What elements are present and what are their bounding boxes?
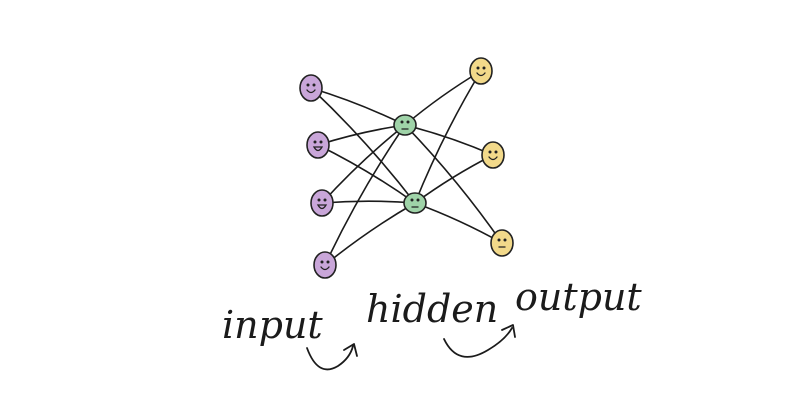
output-node-body <box>481 141 505 169</box>
edge-input-hidden <box>324 202 416 266</box>
edge-hidden-output <box>404 70 482 126</box>
eye-icon <box>317 198 321 202</box>
edges-group <box>310 70 503 266</box>
arrow-curve <box>306 345 354 371</box>
edge-input-hidden <box>310 87 416 204</box>
mouth-icon <box>316 204 328 210</box>
output-node <box>481 141 505 169</box>
hidden-node <box>393 114 417 136</box>
edge-hidden-output <box>414 202 503 244</box>
edge-hidden-output <box>414 70 482 204</box>
arrow-input-to-hidden <box>306 343 358 371</box>
input-layer-label: input <box>222 303 323 347</box>
hidden-node-body <box>393 114 417 136</box>
eye-icon <box>320 260 324 264</box>
mouth-icon <box>306 89 316 94</box>
eye-icon <box>476 66 480 70</box>
edge-input-hidden <box>324 124 406 266</box>
input-node-body <box>310 189 334 217</box>
edge-hidden-output <box>404 124 503 244</box>
eye-icon <box>410 198 414 202</box>
input-node <box>313 251 337 279</box>
input-node-body <box>299 74 323 102</box>
arrow-hidden-to-output <box>443 324 516 358</box>
input-node-body <box>306 131 330 159</box>
eye-icon <box>319 140 323 144</box>
hidden-layer-label: hidden <box>366 287 498 331</box>
eye-icon <box>497 238 501 242</box>
eye-icon <box>400 120 404 124</box>
eye-icon <box>326 260 330 264</box>
arrowhead-icon <box>343 343 358 357</box>
eye-icon <box>323 198 327 202</box>
output-node <box>469 57 493 85</box>
hidden-node-body <box>403 192 427 214</box>
mouth-icon <box>488 156 498 161</box>
input-node <box>306 131 330 159</box>
edge-input-hidden <box>310 87 406 126</box>
eye-icon <box>306 83 310 87</box>
arrow-curve <box>443 327 513 358</box>
hidden-node <box>403 192 427 214</box>
mouth-icon <box>312 146 324 152</box>
mouth-icon <box>320 266 330 271</box>
output-node-body <box>490 229 514 257</box>
eye-icon <box>503 238 507 242</box>
mouth-icon <box>476 72 486 77</box>
edge-input-hidden <box>317 144 416 204</box>
eye-icon <box>416 198 420 202</box>
edge-input-hidden <box>321 200 416 204</box>
output-node-body <box>469 57 493 85</box>
eye-icon <box>312 83 316 87</box>
eye-icon <box>313 140 317 144</box>
input-node <box>299 74 323 102</box>
nodes-group <box>299 57 514 279</box>
output-layer-label: output <box>515 275 642 319</box>
eye-icon <box>494 150 498 154</box>
arrowhead-icon <box>501 324 516 338</box>
input-node-body <box>313 251 337 279</box>
input-node <box>310 189 334 217</box>
eye-icon <box>482 66 486 70</box>
output-node <box>490 229 514 257</box>
eye-icon <box>488 150 492 154</box>
eye-icon <box>406 120 410 124</box>
